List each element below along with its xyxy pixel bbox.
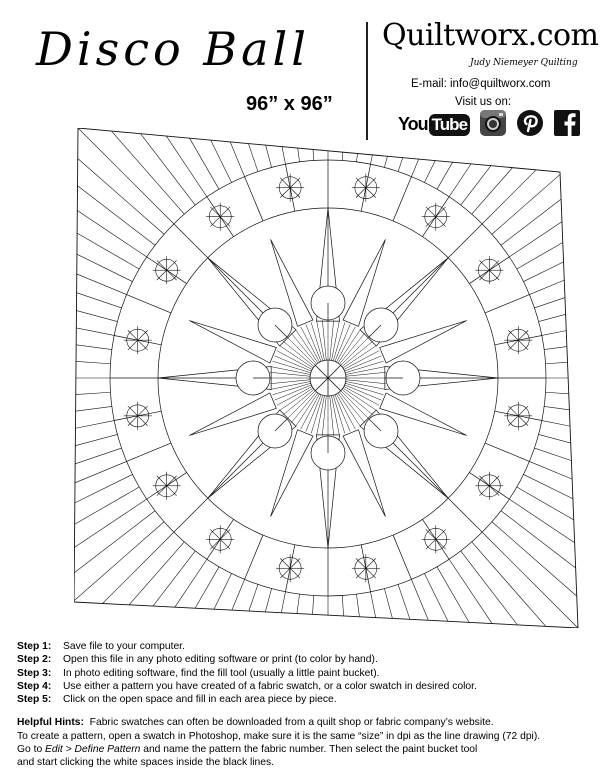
- step-3: Step 3:In photo editing software, find t…: [17, 667, 380, 679]
- quilt-size: 96” x 96”: [246, 93, 333, 115]
- disco-ball-line-drawing: [74, 128, 579, 628]
- header-divider: [366, 22, 368, 140]
- step-4: Step 4:Use either a pattern you have cre…: [17, 680, 477, 692]
- brand-logo[interactable]: Quiltworx.com: [382, 18, 599, 53]
- contact-email[interactable]: E-mail: info@quiltworx.com: [411, 78, 551, 90]
- pinterest-icon[interactable]: [516, 109, 544, 142]
- quilt-border-frame: [74, 128, 579, 628]
- center-circle: [309, 359, 347, 397]
- center-burst-rays: [270, 320, 386, 436]
- instagram-icon[interactable]: [479, 109, 507, 142]
- arc-domes: [235, 285, 421, 471]
- instructions: Step 1:Save file to your computer. Step …: [17, 640, 595, 770]
- hints-label: Helpful Hints:: [17, 717, 84, 729]
- facebook-icon[interactable]: [553, 109, 581, 142]
- brand-tagline: Judy Niemeyer Quilting: [470, 58, 578, 68]
- step-5: Step 5:Click on the open space and fill …: [17, 694, 337, 706]
- background-rays: [74, 128, 579, 628]
- helpful-hints: Helpful Hints: Fabric swatches can often…: [17, 717, 541, 769]
- step-1: Step 1:Save file to your computer.: [17, 641, 185, 652]
- step-2: Step 2:Open this file in any photo editi…: [17, 654, 378, 666]
- small-compass-stars: [123, 173, 533, 583]
- visit-us-label: Visit us on:: [455, 96, 512, 108]
- pattern-title: Disco Ball: [36, 22, 310, 76]
